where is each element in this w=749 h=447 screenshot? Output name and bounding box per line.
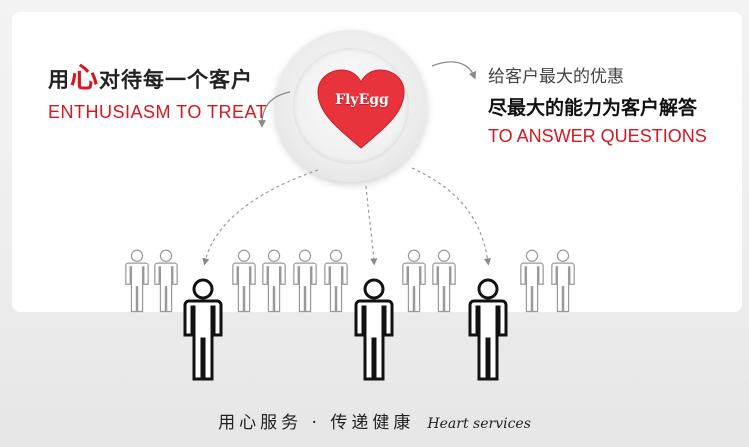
- left-cn-line: 用心对待每一个客户: [48, 56, 267, 96]
- left-cn-prefix: 用: [48, 68, 70, 92]
- right-en-line: TO ANSWER QUESTIONS: [488, 126, 707, 146]
- person-icon: [324, 249, 348, 313]
- person-icon: [262, 249, 286, 313]
- right-slogan: 给客户最大的优惠 尽最大的能力为客户解答 TO ANSWER QUESTIONS: [488, 62, 707, 147]
- left-slogan: 用心对待每一个客户 ENTHUSIASM TO TREAT: [48, 56, 267, 123]
- person-icon: [520, 249, 544, 313]
- person-icon: [154, 249, 178, 313]
- person-icon: [354, 278, 394, 381]
- footer-en: Heart services: [427, 416, 531, 432]
- person-icon: [402, 249, 426, 313]
- person-icon: [232, 249, 256, 313]
- dashed-arrow-icon: [365, 185, 378, 266]
- right-main-line: 尽最大的能力为客户解答: [488, 97, 698, 119]
- footer-cn: 用心服务 · 传递健康: [218, 413, 415, 433]
- dashed-arrow-icon: [202, 169, 319, 266]
- left-cn-suffix: 对待每一个客户: [99, 68, 254, 92]
- curved-arrow-icon: [258, 91, 291, 128]
- person-icon: [125, 249, 149, 313]
- right-sub-line: 给客户最大的优惠: [488, 67, 624, 87]
- person-icon: [293, 249, 317, 313]
- person-icon: [432, 249, 456, 313]
- left-cn-heart-char: 心: [70, 61, 100, 94]
- left-en-line: ENTHUSIASM TO TREAT: [48, 102, 268, 122]
- curved-arrow-icon: [431, 61, 477, 80]
- dashed-arrow-icon: [411, 167, 492, 266]
- footer-slogan: 用心服务 · 传递健康 Heart services: [0, 408, 749, 433]
- person-icon: [468, 278, 508, 381]
- person-icon: [551, 249, 575, 313]
- person-icon: [183, 278, 223, 381]
- brand-label: FlyEgg: [335, 92, 389, 108]
- heart-icon: [317, 69, 405, 149]
